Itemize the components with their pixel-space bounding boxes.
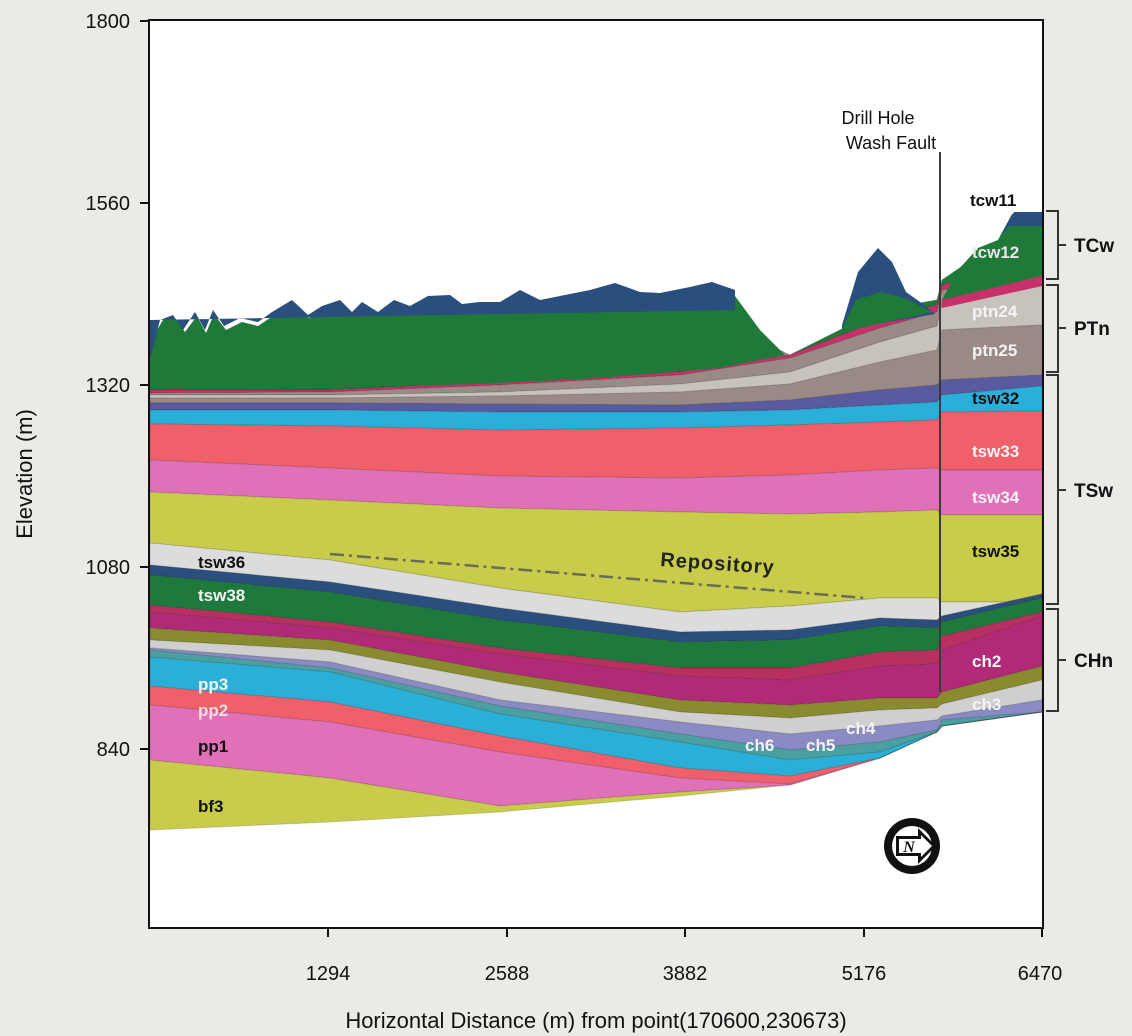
label-tsw34: tsw34 [972, 488, 1020, 507]
x-tick-label: 1294 [306, 963, 351, 985]
label-pp1: pp1 [198, 737, 228, 756]
layer-pp3 [149, 656, 1043, 777]
y-tick-label: 1080 [86, 557, 131, 579]
label-ch5: ch5 [806, 736, 835, 755]
label-ch3: ch3 [972, 695, 1001, 714]
y-tick-label: 1800 [86, 11, 131, 33]
unit-labels: tcw11 tcw12 ptn24 ptn25 tsw32 tsw33 tsw3… [198, 191, 1020, 816]
layer-bf3 [149, 711, 1043, 831]
stratigraphic-layers [149, 211, 1043, 831]
x-tick-label: 3882 [663, 963, 708, 985]
y-tick-label: 1560 [86, 193, 131, 215]
label-tcw11: tcw11 [970, 191, 1016, 210]
y-tick-label: 840 [97, 739, 130, 761]
label-tsw36: tsw36 [198, 553, 245, 572]
label-ptn25: ptn25 [972, 341, 1017, 360]
x-tick-label: 6470 [1018, 963, 1063, 985]
label-pp2: pp2 [198, 701, 228, 720]
label-bf3: bf3 [198, 797, 224, 816]
layer-tcw12-knob [842, 292, 932, 332]
label-ptn24: ptn24 [972, 302, 1018, 321]
label-tcw12: tcw12 [972, 243, 1019, 262]
layer-tcw11-ridge [1000, 212, 1042, 236]
annotation-line-2: Wash Fault [846, 133, 936, 153]
label-pp3: pp3 [198, 675, 228, 694]
group-labels: TCw PTn TSw CHn [1074, 236, 1114, 672]
y-tick-label: 1320 [86, 375, 131, 397]
label-tsw38: tsw38 [198, 586, 245, 605]
north-arrow-icon: N [884, 818, 940, 874]
label-ch2: ch2 [972, 652, 1001, 671]
bracket-ptn [1046, 284, 1059, 373]
layer-tcw13-ridge [942, 276, 1042, 308]
label-ch6: ch6 [745, 736, 774, 755]
group-label-tsw: TSw [1074, 481, 1113, 502]
bracket-chn [1046, 608, 1059, 712]
group-label-tcw: TCw [1074, 236, 1114, 257]
x-axis: 1294 2588 3882 5176 6470 Horizontal Dist… [306, 928, 1063, 1033]
annotation-line-1: Drill Hole [841, 108, 914, 128]
y-axis-title: Elevation (m) [12, 409, 37, 539]
bracket-tcw [1046, 210, 1059, 280]
group-label-chn: CHn [1074, 651, 1113, 672]
bracket-tsw [1046, 374, 1059, 605]
label-tsw33: tsw33 [972, 442, 1019, 461]
land-surface-cap [150, 282, 735, 360]
x-tick-label: 2588 [485, 963, 530, 985]
label-tsw32: tsw32 [972, 389, 1019, 408]
layer-pp1 [149, 704, 1043, 807]
layer-tcw12-terrain [150, 288, 785, 388]
group-label-ptn: PTn [1074, 319, 1110, 340]
layer-tcw12-ridge [942, 212, 1042, 305]
y-axis: 1800 1560 1320 1080 840 Elevation (m) [12, 11, 149, 761]
svg-text:N: N [902, 839, 916, 856]
label-ch4: ch4 [846, 719, 876, 738]
x-tick-label: 5176 [842, 963, 887, 985]
repository-dashed-line [329, 552, 866, 600]
x-axis-title: Horizontal Distance (m) from point(17060… [345, 1008, 846, 1033]
drill-hole-annotation: Drill Hole Wash Fault [841, 108, 936, 153]
label-tsw35: tsw35 [972, 542, 1019, 561]
group-brackets [1046, 210, 1066, 712]
